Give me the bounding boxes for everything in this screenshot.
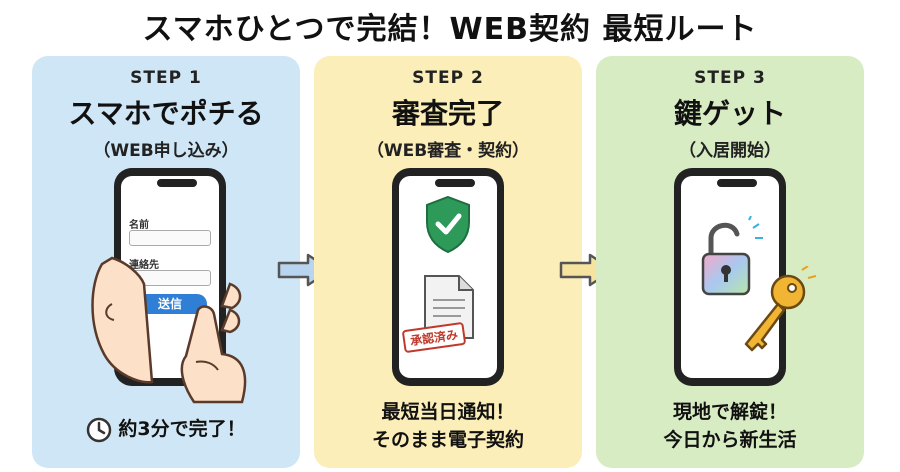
step-footer: 現地で解錠！ 今日から新生活	[596, 398, 864, 454]
approved-stamp: 承認済み	[401, 321, 467, 354]
name-label: 名前	[129, 220, 149, 231]
step-label: STEP 3	[694, 68, 766, 88]
phone-notch	[435, 179, 475, 187]
step-footer: 約3分で完了！	[32, 414, 300, 443]
phone-screen: 承認済み	[399, 176, 497, 378]
phone-mockup: 承認済み	[392, 168, 504, 386]
page-title: スマホひとつで完結！WEB契約 最短ルート	[142, 12, 758, 47]
name-field[interactable]	[129, 230, 211, 246]
step-title: スマホでポチる	[68, 97, 264, 130]
step-subtitle: （入居開始）	[679, 141, 781, 161]
footer-text: 約3分で完了！	[118, 418, 246, 440]
step-subtitle: （WEB審査・契約）	[366, 141, 530, 161]
step-card-3: STEP 3 鍵ゲット （入居開始）	[596, 56, 864, 468]
step-subtitle: （WEB申し込み）	[93, 141, 239, 161]
phone-mockup: 名前 連絡先 送信	[114, 168, 226, 386]
footer-line-2: 今日から新生活	[663, 429, 797, 451]
footer-line-1: 最短当日通知！	[381, 401, 515, 423]
step-title: 審査完了	[391, 97, 504, 130]
step-card-1: STEP 1 スマホでポチる （WEB申し込み） 名前 連絡先 送信 約3分で完…	[32, 56, 300, 468]
hand-icon	[91, 256, 247, 404]
footer-line-1: 現地で解錠！	[672, 401, 787, 423]
key-icon	[744, 266, 816, 352]
step-label: STEP 1	[130, 68, 202, 88]
step-label: STEP 2	[412, 68, 484, 88]
step-footer: 最短当日通知！ そのまま電子契約	[314, 398, 582, 454]
footer-line-2: そのまま電子契約	[371, 429, 524, 451]
phone-screen: 名前 連絡先 送信	[121, 176, 219, 378]
step-title: 鍵ゲット	[673, 97, 786, 130]
phone-notch	[717, 179, 757, 187]
send-button[interactable]: 送信	[133, 294, 207, 314]
phone-notch	[157, 179, 197, 187]
contact-label: 連絡先	[129, 260, 159, 271]
padlock-open-icon	[701, 216, 763, 296]
step-card-2: STEP 2 審査完了 （WEB審査・契約） 承認済み 最短当日通知！ そのまま…	[314, 56, 582, 468]
clock-icon	[87, 417, 112, 442]
shield-check-icon	[426, 195, 470, 254]
